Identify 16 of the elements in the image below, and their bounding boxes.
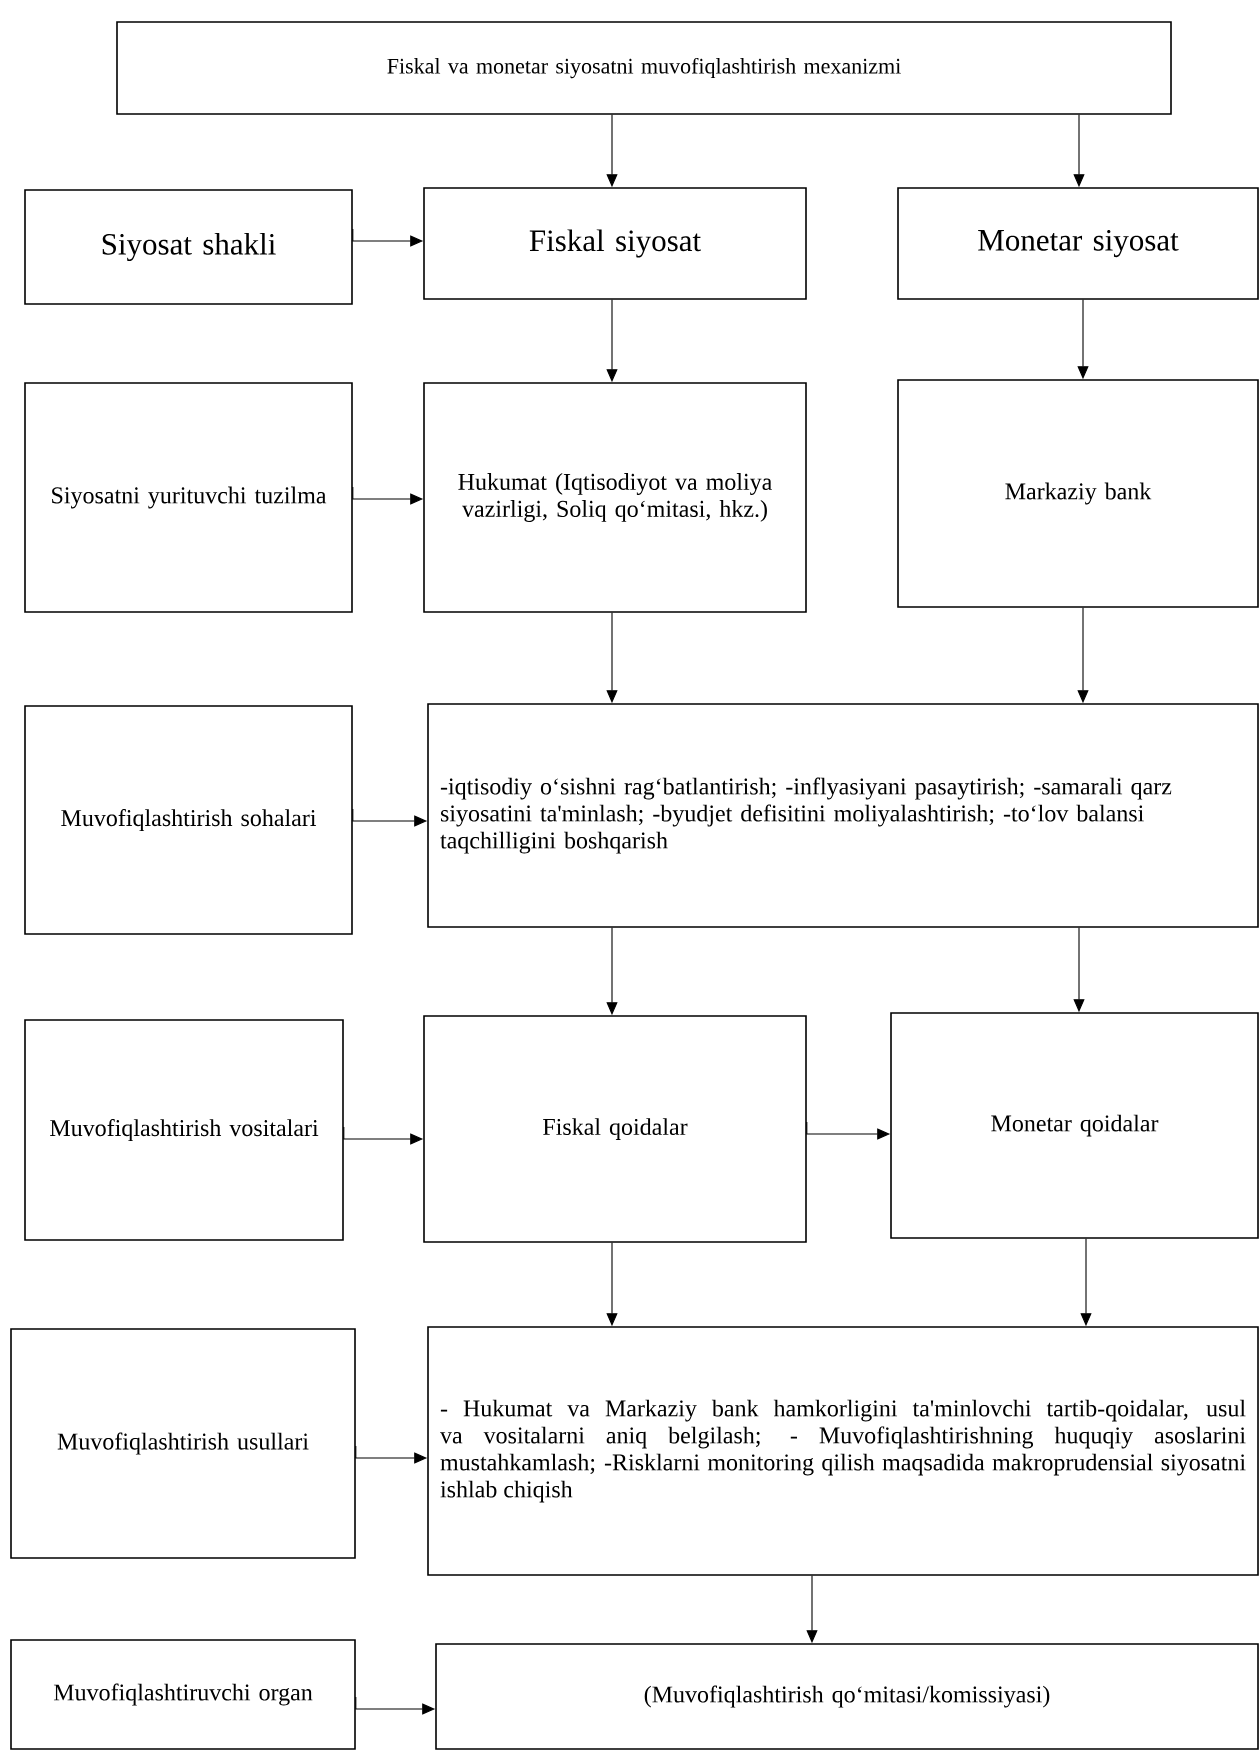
process-box: Hukumat (Iqtisodiyot va moliya vazirligi, Soliq qo‘mitasi, hkz.) xyxy=(423,382,807,613)
process-box: Monetar qoidalar xyxy=(890,1012,1259,1239)
process-box: Fiskal qoidalar xyxy=(423,1015,807,1243)
process-box: - Hukumat va Markaziy bank hamkorligini ta'minlovchi tartib-qoidalar, usul va vositalarni aniq belgilash; - Muvofiqlashtirishning huquqiy asoslarini mustahkamlash; -Risklarni monitoring qilish maqsadida makroprudensial siyosatni ishlab chiqish xyxy=(427,1326,1259,1576)
process-box: Muvofiqlashtirish sohalari xyxy=(24,705,353,935)
process-box: Siyosatni yurituvchi tuzilma xyxy=(24,382,353,613)
process-box: Fiskal siyosat xyxy=(423,187,807,300)
process-box: Siyosat shakli xyxy=(24,189,353,305)
process-box: Muvofiqlashtiruvchi organ xyxy=(10,1639,356,1750)
process-box: Muvofiqlashtirish usullari xyxy=(10,1328,356,1559)
process-box: -iqtisodiy o‘sishni rag‘batlantirish; -inflyasiyani pasaytirish; -samarali qarz siyosatini ta'minlash; -byudjet defisitini moliyalashtirish; -to‘lov balansi taqchilligini boshqarish xyxy=(427,703,1259,928)
process-box: Muvofiqlashtirish vositalari xyxy=(24,1019,344,1241)
process-box: Markaziy bank xyxy=(897,379,1259,608)
process-box: Monetar siyosat xyxy=(897,187,1259,300)
process-box: (Muvofiqlashtirish qo‘mitasi/komissiyasi) xyxy=(435,1643,1259,1750)
process-box: Fiskal va monetar siyosatni muvofiqlashtirish mexanizmi xyxy=(116,21,1172,115)
